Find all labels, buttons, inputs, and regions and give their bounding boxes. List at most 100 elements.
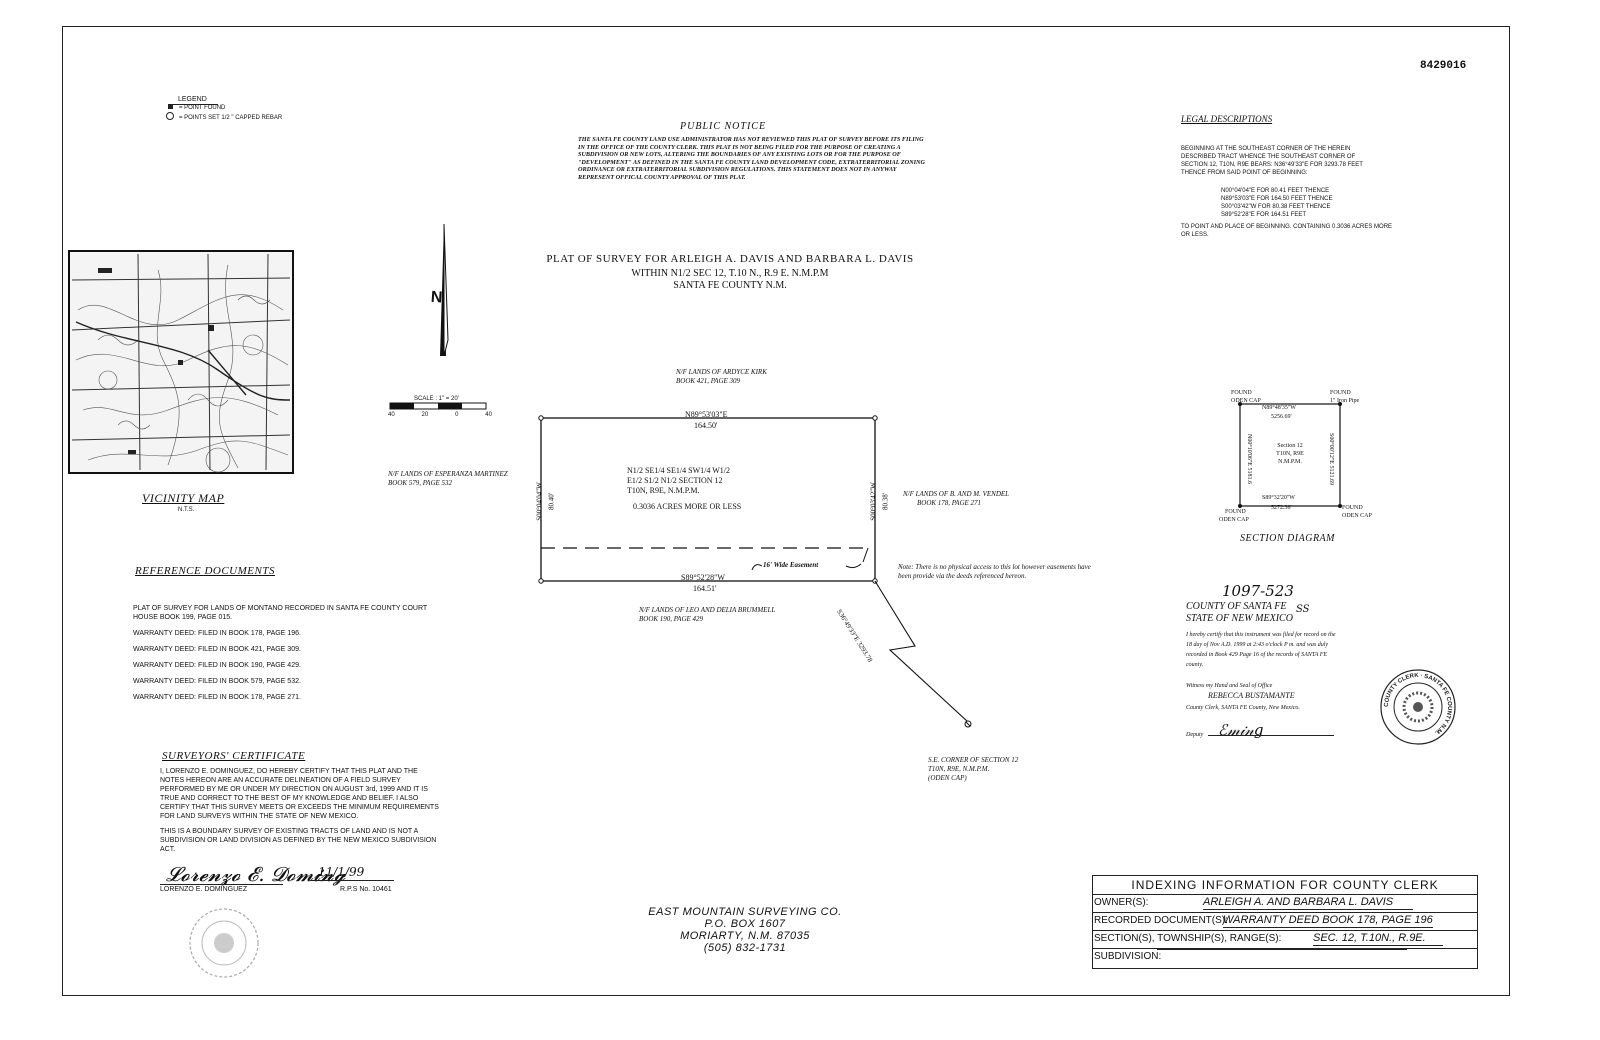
lot-desc-line: E1/2 S1/2 N1/2 SECTION 12	[627, 476, 723, 485]
section-sw-cap: ODEN CAP	[1219, 517, 1249, 523]
surveyor-signature-line	[160, 884, 283, 885]
lot-acreage: 0.3036 ACRES MORE OR LESS	[633, 502, 742, 511]
lot-desc-line: N1/2 SE1/4 SE1/4 SW1/4 W1/2	[627, 466, 730, 475]
reference-item: PLAT OF SURVEY FOR LANDS OF MONTANO RECO…	[133, 605, 428, 621]
vicinity-map-scale-note: N.T.S.	[178, 507, 195, 513]
company-name: EAST MOUNTAIN SURVEYING CO.	[648, 906, 842, 918]
section-nw-found: FOUND	[1231, 390, 1252, 396]
recording-certification: I hereby certify that this instrument wa…	[1186, 632, 1336, 668]
public-notice-title: PUBLIC NOTICE	[680, 121, 767, 132]
plat-drawing	[538, 415, 972, 728]
west-neighbor: N/F LANDS OF ESPERANZA MARTINEZ BOOK 579…	[388, 470, 508, 488]
section-se-label: FOUND ODEN CAP	[1342, 504, 1372, 520]
north-line-bearing: N89°53'03"E	[685, 410, 728, 419]
surveyor-signature: 𝓛𝓸𝓻𝓮𝓷𝔃𝓸 𝓔. 𝓓𝓸𝓶𝓲𝓷𝓰	[166, 862, 346, 886]
document-number: 8429016	[1420, 60, 1467, 72]
legend-item-points-set: = POINTS SET 1/2 " CAPPED REBAR	[166, 112, 282, 122]
recording-clerk-name: REBECCA BUSTAMANTE	[1208, 691, 1295, 700]
south-line-distance: 164.51'	[693, 584, 717, 593]
west-neighbor-name: N/F LANDS OF ESPERANZA MARTINEZ	[388, 470, 508, 478]
se-corner-line: (ODEN CAP)	[928, 774, 967, 782]
section-north-distance: 5256.69'	[1271, 414, 1292, 420]
north-neighbor: N/F LANDS OF ARDYCE KIRK BOOK 421, PAGE …	[676, 368, 767, 386]
surveyors-certificate-body: I, LORENZO E. DOMINGUEZ, DO HEREBY CERTI…	[160, 767, 440, 860]
legal-call: N89°53'03"E FOR 164.50 FEET THENCE	[1221, 196, 1333, 202]
reference-item: WARRANTY DEED: FILED IN BOOK 190, PAGE 4…	[133, 662, 301, 669]
surveyor-date-line	[310, 880, 394, 881]
section-ne-pipe: 1" Iron Pipe	[1330, 398, 1360, 404]
legal-call: S00°03'42"W FOR 80.38 FEET THENCE	[1221, 204, 1331, 210]
section-township-range-value: SEC. 12, T.10N., R.9E.	[1313, 931, 1443, 946]
access-note: Note: There is no physical access to thi…	[898, 563, 1091, 580]
reference-item: WARRANTY DEED: FILED IN BOOK 421, PAGE 3…	[133, 646, 301, 653]
owner-value: ARLEIGH A. AND BARBARA L. DAVIS	[1203, 895, 1413, 910]
vicinity-map-title: VICINITY MAP	[142, 491, 225, 505]
section-township-range-label: SECTION(S), TOWNSHIP(S), RANGE(S):	[1094, 933, 1282, 944]
surveyor-name: LORENZO E. DOMINGUEZ	[160, 886, 248, 893]
east-line-bearing: S00°03'42"W	[869, 482, 878, 521]
section-number: Section 12	[1277, 443, 1303, 449]
plat-subtitle-location: WITHIN N1/2 SEC 12, T.10 N., R.9 E. N.M.…	[631, 268, 829, 279]
recording-witness: Witness my Hand and Seal of Office	[1186, 683, 1273, 689]
north-arrow-icon: N	[430, 223, 449, 357]
surveyors-certificate-title: SURVEYORS' CERTIFICATE	[162, 750, 306, 762]
surveyor-seal-icon	[189, 908, 259, 978]
scale-label: SCALE : 1" = 20'	[414, 396, 459, 402]
scale-bar	[389, 402, 487, 410]
subdivision-value	[1157, 949, 1407, 950]
section-diagram-drawing	[1238, 402, 1342, 508]
legal-descriptions-closing: TO POINT AND PLACE OF BEGINNING. CONTAIN…	[1181, 224, 1393, 238]
west-neighbor-book: BOOK 579, PAGE 532	[388, 479, 453, 487]
indexing-row-owner: OWNER(S): ARLEIGH A. AND BARBARA L. DAVI…	[1093, 894, 1477, 913]
deputy-signature: ℰ𝓂𝒾𝓃𝑔	[1218, 721, 1264, 739]
legend-underline	[168, 104, 218, 105]
east-neighbor-name: N/F LANDS OF B. AND M. VENDEL	[903, 490, 1010, 498]
section-nw-label: FOUND ODEN CAP	[1231, 389, 1261, 405]
section-se-cap: ODEN CAP	[1342, 513, 1372, 519]
se-corner-line: S.E. CORNER OF SECTION 12	[928, 756, 1019, 764]
section-diagram-title: SECTION DIAGRAM	[1240, 533, 1335, 544]
company-phone: (505) 832-1731	[703, 942, 787, 954]
reference-item: WARRANTY DEED: FILED IN BOOK 579, PAGE 5…	[133, 678, 301, 685]
reference-documents-title: REFERENCE DOCUMENTS	[135, 565, 275, 577]
south-line-bearing: S89°52'28"W	[681, 573, 725, 582]
deputy-signature-line	[1208, 735, 1334, 736]
indexing-row-recorded: RECORDED DOCUMENT(S): WARRANTY DEED BOOK…	[1093, 912, 1477, 931]
company-city: MORIARTY, N.M. 87035	[680, 930, 810, 942]
section-ne-found: FOUND	[1330, 390, 1351, 396]
scale-tick: 0	[455, 412, 459, 418]
recording-jurisdiction: COUNTY OF SANTA FE STATE OF NEW MEXICO	[1186, 601, 1293, 625]
se-corner-label: S.E. CORNER OF SECTION 12 T10N, R9E, N.M…	[928, 756, 1018, 783]
indexing-row-subdivision: SUBDIVISION:	[1093, 948, 1477, 966]
section-nw-cap: ODEN CAP	[1231, 398, 1261, 404]
indexing-row-section: SECTION(S), TOWNSHIP(S), RANGE(S): SEC. …	[1093, 930, 1477, 949]
section-se-found: FOUND	[1342, 505, 1363, 511]
scale-tick: 40	[388, 412, 395, 418]
recording-county: COUNTY OF SANTA FE	[1186, 601, 1287, 612]
section-meridian: N.M.P.M.	[1278, 459, 1302, 465]
north-neighbor-book: BOOK 421, PAGE 309	[676, 377, 741, 385]
east-neighbor: N/F LANDS OF B. AND M. VENDEL BOOK 178, …	[903, 490, 1009, 508]
legend-title: LEGEND	[178, 96, 207, 103]
plat-title: PLAT OF SURVEY FOR ARLEIGH A. DAVIS AND …	[546, 253, 914, 265]
capped-rebar-icon	[166, 112, 174, 120]
east-neighbor-book: BOOK 178, PAGE 271	[917, 499, 982, 507]
recording-clerk-title: County Clerk, SANTA FE County, New Mexic…	[1186, 705, 1300, 711]
reference-item: WARRANTY DEED: FILED IN BOOK 178, PAGE 2…	[133, 694, 301, 701]
section-center-label: Section 12 T10N, R9E N.M.P.M.	[1257, 442, 1323, 466]
legend-item-point-found: = POINT FOUND	[168, 104, 225, 112]
recorded-document-label: RECORDED DOCUMENT(S):	[1094, 915, 1228, 926]
section-north-bearing: N89°48'35"W	[1262, 405, 1296, 411]
vicinity-map-image	[68, 250, 294, 474]
legal-call: S89°52'28"E FOR 164.51 FEET	[1221, 212, 1307, 218]
indexing-table: INDEXING INFORMATION FOR COUNTY CLERK OW…	[1092, 875, 1478, 969]
section-south-bearing: S89°32'20"W	[1262, 495, 1295, 501]
surveying-company: EAST MOUNTAIN SURVEYING CO. P.O. BOX 160…	[640, 906, 850, 954]
south-neighbor: N/F LANDS OF LEO AND DELIA BRUMMELL BOOK…	[639, 606, 775, 624]
scale-ticks: 40 20 0 40	[388, 411, 492, 419]
plat-subtitle-county: SANTA FE COUNTY N.M.	[673, 280, 787, 291]
easement-label: 16' Wide Easement	[763, 561, 819, 569]
south-neighbor-name: N/F LANDS OF LEO AND DELIA BRUMMELL	[639, 606, 776, 614]
svg-text:N: N	[430, 289, 443, 307]
lot-desc-line: T10N, R9E, N.M.P.M.	[627, 486, 700, 495]
